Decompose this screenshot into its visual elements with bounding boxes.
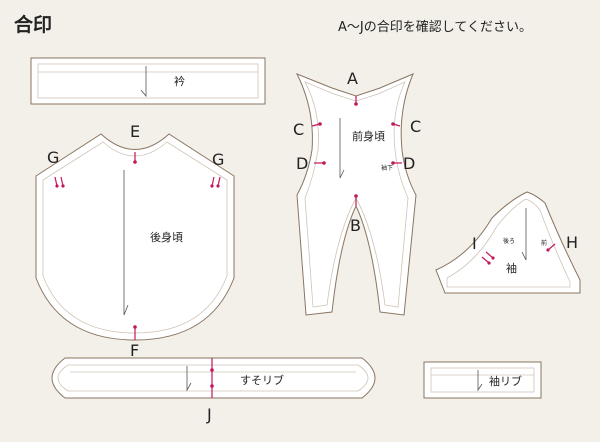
mark-e-label: E [130,122,140,141]
sleeve-front-label: 前 [541,239,547,247]
mark-d-right-label: D [403,154,415,173]
collar-piece: 衿 [30,57,266,105]
cuff-rib-piece: 袖リブ [423,361,542,399]
mark-i-label: I [472,234,477,253]
mark-f-label: F [130,341,139,360]
collar-label: 衿 [174,74,185,88]
sleeve-back-label: 後ろ [503,237,515,245]
mark-b-label: B [350,216,361,235]
sleeve-label: 袖 [506,261,517,275]
back-body-piece: 後身頃 [35,133,235,341]
mark-j-label: J [206,405,212,424]
mark-g-right-label: G [212,150,224,169]
hem-rib-label: すそリブ [240,373,284,387]
mark-g-left-label: G [47,148,59,167]
mark-c-right-label: C [410,117,421,136]
cuff-rib-label: 袖リブ [489,374,522,388]
armpit-label: 袖下 [381,164,393,172]
mark-a-label: A [347,69,358,88]
sleeve-piece: 袖 後ろ 前 [435,191,581,294]
front-body-piece: 前身頃 袖下 [295,73,417,316]
back-body-label: 後身頃 [150,230,183,244]
mark-c-left-label: C [293,120,304,139]
mark-h-label: H [566,233,578,252]
instruction-text: A～Jの合印を確認してください。 [338,20,532,35]
hem-rib-piece: すそリブ [51,357,376,399]
mark-d-left-label: D [296,154,308,173]
front-body-label: 前身頃 [352,129,385,143]
page-title: 合印 [14,14,53,36]
